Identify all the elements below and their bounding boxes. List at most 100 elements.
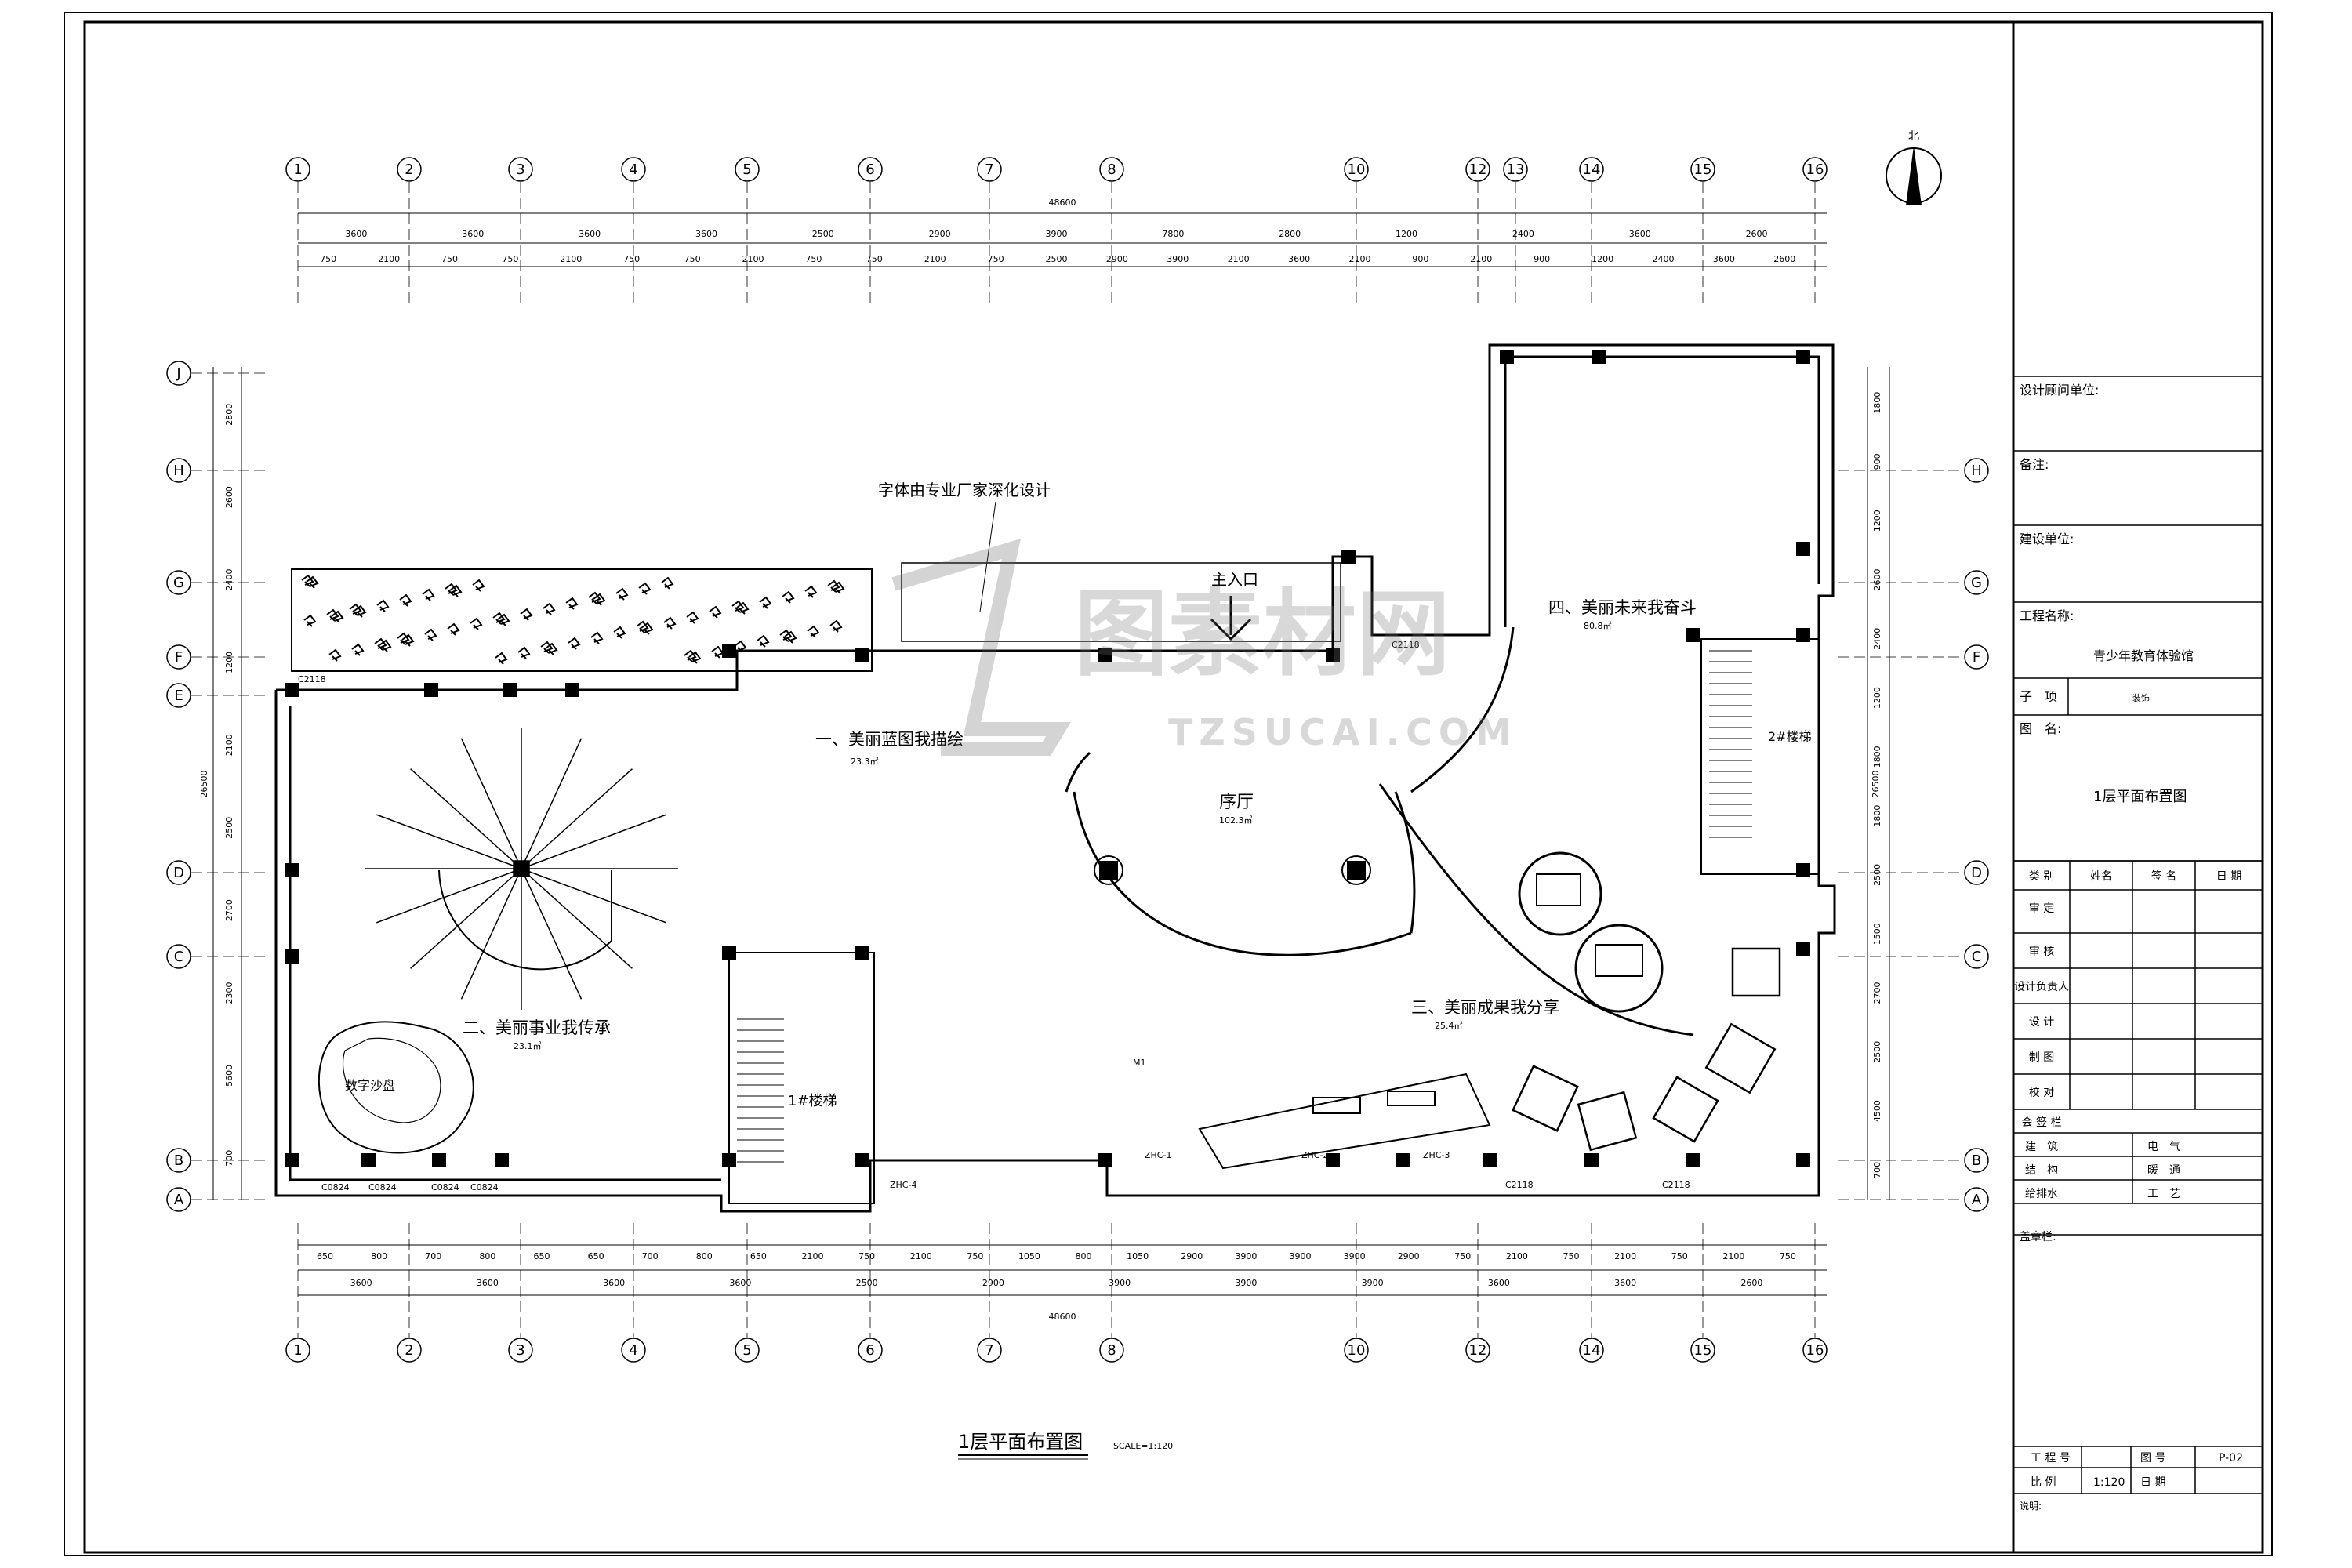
dim-left-4: 2100 bbox=[224, 734, 234, 756]
axis-right-D bbox=[1964, 860, 1989, 885]
tb-project-label: 工程名称: bbox=[2020, 608, 2074, 623]
axis-bottom-10-label: 10 bbox=[1348, 1342, 1366, 1359]
axis-bottom-1-label: 1 bbox=[293, 1342, 302, 1359]
lobby-column-1 bbox=[1099, 861, 1118, 880]
sand-table-outline bbox=[318, 1021, 474, 1154]
column-11 bbox=[1796, 542, 1810, 556]
axis-top-4-label: 4 bbox=[629, 162, 637, 178]
dim-bot1-15: 1050 bbox=[1127, 1251, 1149, 1261]
dim-top1-11: 3600 bbox=[1629, 229, 1651, 239]
stair-2 bbox=[1700, 638, 1820, 875]
column-19 bbox=[361, 1153, 376, 1167]
dim-top2-24: 2600 bbox=[1773, 254, 1795, 264]
window-c2118-b: C2118 bbox=[298, 674, 326, 684]
dim-left-0: 2800 bbox=[224, 404, 234, 426]
tb-note: 说明: bbox=[2020, 1500, 2042, 1512]
round-exhibit-2 bbox=[1574, 924, 1664, 1013]
dim-top2-8: 750 bbox=[805, 254, 822, 264]
axis-top-12 bbox=[1465, 157, 1490, 182]
dim-top1-9: 1200 bbox=[1396, 229, 1417, 239]
axis-bottom-8-label: 8 bbox=[1107, 1342, 1116, 1359]
window-c2118-d: C2118 bbox=[1662, 1180, 1690, 1190]
watermark-sub: TZSUCAI.COM bbox=[1168, 711, 1518, 753]
column-1 bbox=[424, 683, 438, 697]
dim-top2-4: 2100 bbox=[560, 254, 582, 264]
dimension-lines-bottom bbox=[298, 1244, 1827, 1296]
column-3 bbox=[565, 683, 579, 697]
column-16 bbox=[285, 863, 299, 877]
axis-bottom-16-label: 16 bbox=[1806, 1342, 1824, 1359]
dim-left-2: 2400 bbox=[224, 569, 234, 591]
column-7 bbox=[1326, 648, 1340, 662]
axis-left-D bbox=[166, 860, 191, 885]
round-exhibit-1 bbox=[1518, 851, 1602, 936]
dim-right-9: 1500 bbox=[1872, 923, 1882, 945]
dim-top2-9: 750 bbox=[866, 254, 883, 264]
countersign-label: 会 签 栏 bbox=[2022, 1116, 2062, 1129]
dim-right-4: 2400 bbox=[1872, 628, 1882, 650]
axis-right-F-label: F bbox=[1973, 649, 1980, 666]
axis-top-6 bbox=[858, 157, 883, 182]
sig-role-5: 校 对 bbox=[2029, 1086, 2054, 1099]
axis-bottom-14-label: 14 bbox=[1583, 1342, 1601, 1359]
column-31 bbox=[1341, 550, 1356, 564]
column-15 bbox=[1796, 942, 1810, 956]
axis-left-J bbox=[166, 361, 191, 386]
display-stands bbox=[1512, 947, 1781, 1152]
dim-bot1-2: 700 bbox=[425, 1251, 441, 1261]
dim-bot1-22: 2100 bbox=[1506, 1251, 1528, 1261]
sig-role-3: 设 计 bbox=[2029, 1016, 2054, 1029]
axis-bottom-6 bbox=[858, 1338, 883, 1363]
tb-project-no-label: 工 程 号 bbox=[2031, 1452, 2071, 1465]
dim-bot1-5: 650 bbox=[588, 1251, 604, 1261]
dim-bot1-19: 3900 bbox=[1344, 1251, 1366, 1261]
watermark-main: 图素材网 bbox=[1074, 580, 1450, 689]
tb-seal: 盖章栏: bbox=[2020, 1230, 2056, 1243]
dim-top2-11: 750 bbox=[988, 254, 1004, 264]
dim-bot1-10: 750 bbox=[858, 1251, 875, 1261]
axis-bottom-1 bbox=[285, 1338, 310, 1363]
tb-design-unit: 设计顾问单位: bbox=[2020, 383, 2099, 397]
axis-top-14 bbox=[1579, 157, 1604, 182]
dim-bot1-6: 700 bbox=[642, 1251, 659, 1261]
axis-top-5-label: 5 bbox=[742, 162, 751, 178]
dimension-lines-top bbox=[298, 212, 1827, 267]
axis-right-A-label: A bbox=[1972, 1192, 1982, 1208]
dim-bot1-7: 800 bbox=[696, 1251, 713, 1261]
dim-top2-18: 900 bbox=[1412, 254, 1428, 264]
dim-bot2-1: 3600 bbox=[477, 1278, 499, 1288]
window-zhc1: ZHC-1 bbox=[1145, 1150, 1171, 1160]
column-23 bbox=[855, 1153, 869, 1167]
dim-top1-2: 3600 bbox=[579, 229, 601, 239]
tb-date-label: 日 期 bbox=[2140, 1476, 2165, 1489]
zone4-area: 80.8㎡ bbox=[1584, 621, 1612, 631]
discipline-2-a: 给排水 bbox=[2025, 1188, 2058, 1200]
axis-bottom-4-label: 4 bbox=[629, 1342, 637, 1359]
axis-right-B-label: B bbox=[1972, 1152, 1981, 1169]
dim-right-11: 2500 bbox=[1872, 1041, 1882, 1063]
dim-bot1-17: 3900 bbox=[1235, 1251, 1257, 1261]
dim-bot2-6: 3900 bbox=[1109, 1278, 1131, 1288]
entrance-canopy bbox=[901, 562, 1341, 642]
dim-bot1-9: 2100 bbox=[802, 1251, 824, 1261]
axis-top-7 bbox=[977, 157, 1002, 182]
structural-columns bbox=[285, 350, 1810, 1167]
axis-left-A-label: A bbox=[174, 1192, 184, 1208]
dim-top2-0: 750 bbox=[320, 254, 336, 264]
window-c0824-1: C0824 bbox=[321, 1182, 350, 1192]
tb-drawing-no: P-02 bbox=[2219, 1452, 2243, 1465]
dim-total-left: 26500 bbox=[199, 771, 209, 798]
dim-right-6: 1800 bbox=[1872, 746, 1882, 768]
column-0 bbox=[285, 683, 299, 697]
dim-top2-23: 3600 bbox=[1713, 254, 1735, 264]
axis-top-13-label: 13 bbox=[1507, 162, 1525, 178]
axis-left-D-label: D bbox=[173, 865, 184, 881]
axis-right-C bbox=[1964, 944, 1989, 969]
axis-top-10 bbox=[1344, 157, 1369, 182]
column-14 bbox=[1796, 863, 1810, 877]
dim-right-1: 900 bbox=[1872, 453, 1882, 470]
lobby-curves bbox=[1065, 626, 1694, 1036]
